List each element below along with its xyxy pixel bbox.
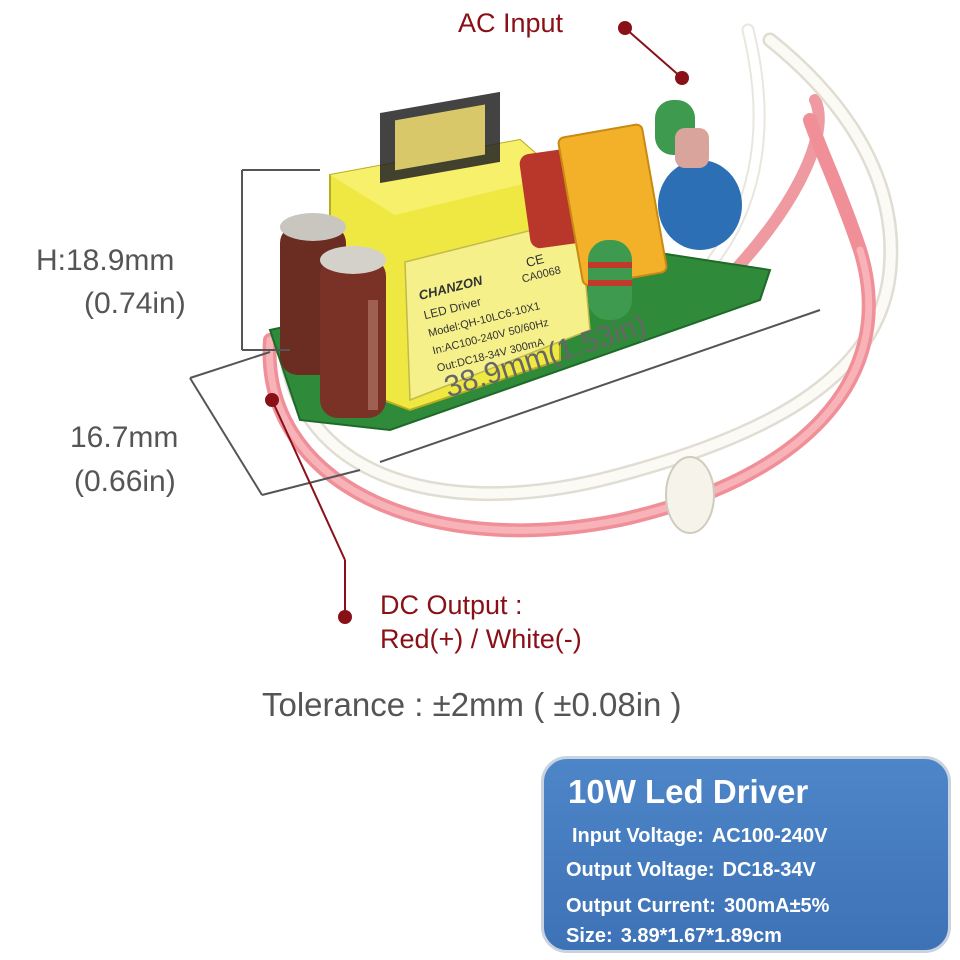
dimension-lines: [189, 169, 821, 496]
width-mm: 16.7mm: [70, 421, 179, 454]
height-in: (0.74in): [84, 287, 186, 320]
label-ce: CE: [524, 251, 545, 270]
resistor: [675, 128, 709, 168]
spec-label: Size:: [566, 925, 613, 947]
inductors: [588, 100, 695, 320]
dc-output-callout-line1: DC Output :: [380, 590, 523, 620]
tolerance-text: Tolerance : ±2mm ( ±0.08in ): [262, 686, 682, 723]
spec-value: 3.89*1.67*1.89cm: [620, 925, 782, 947]
spec-label: Input Voltage:: [572, 825, 704, 847]
product-label: CHANZON CE CA0068 LED Driver Model:QH-10…: [404, 217, 591, 402]
spec-row-input-voltage: Input Voltage: AC100-240V: [572, 825, 827, 848]
callout-lines: [271, 27, 683, 615]
spec-box: 10W Led Driver Input Voltage:AC100-240V …: [541, 756, 951, 953]
spec-label: Output Current:: [566, 895, 716, 917]
spec-value: 300mA±5%: [723, 895, 830, 917]
spec-label: Output Voltage:: [566, 859, 715, 881]
callout-dots: [265, 21, 689, 624]
dc-output-callout-line2: Red(+) / White(-): [380, 624, 582, 654]
wires: [262, 23, 899, 538]
spec-row-size: Size: 3.89*1.67*1.89cm: [566, 925, 782, 948]
spec-value: DC18-34V: [722, 859, 816, 881]
red-wire-input: [729, 94, 825, 276]
height-mm: H:18.9mm: [36, 244, 175, 277]
spec-row-output-current: Output Current: 300mA±5%: [566, 895, 829, 918]
wire-tie: [665, 456, 715, 534]
spec-title: 10W Led Driver: [568, 773, 809, 810]
y-capacitor: [658, 160, 742, 250]
spec-value: AC100-240V: [711, 825, 828, 847]
ac-input-callout: AC Input: [458, 8, 564, 38]
electrolytic-capacitors: [280, 213, 386, 418]
width-in: (0.66in): [74, 465, 176, 498]
spec-row-output-voltage: Output Voltage: DC18-34V: [566, 859, 816, 882]
